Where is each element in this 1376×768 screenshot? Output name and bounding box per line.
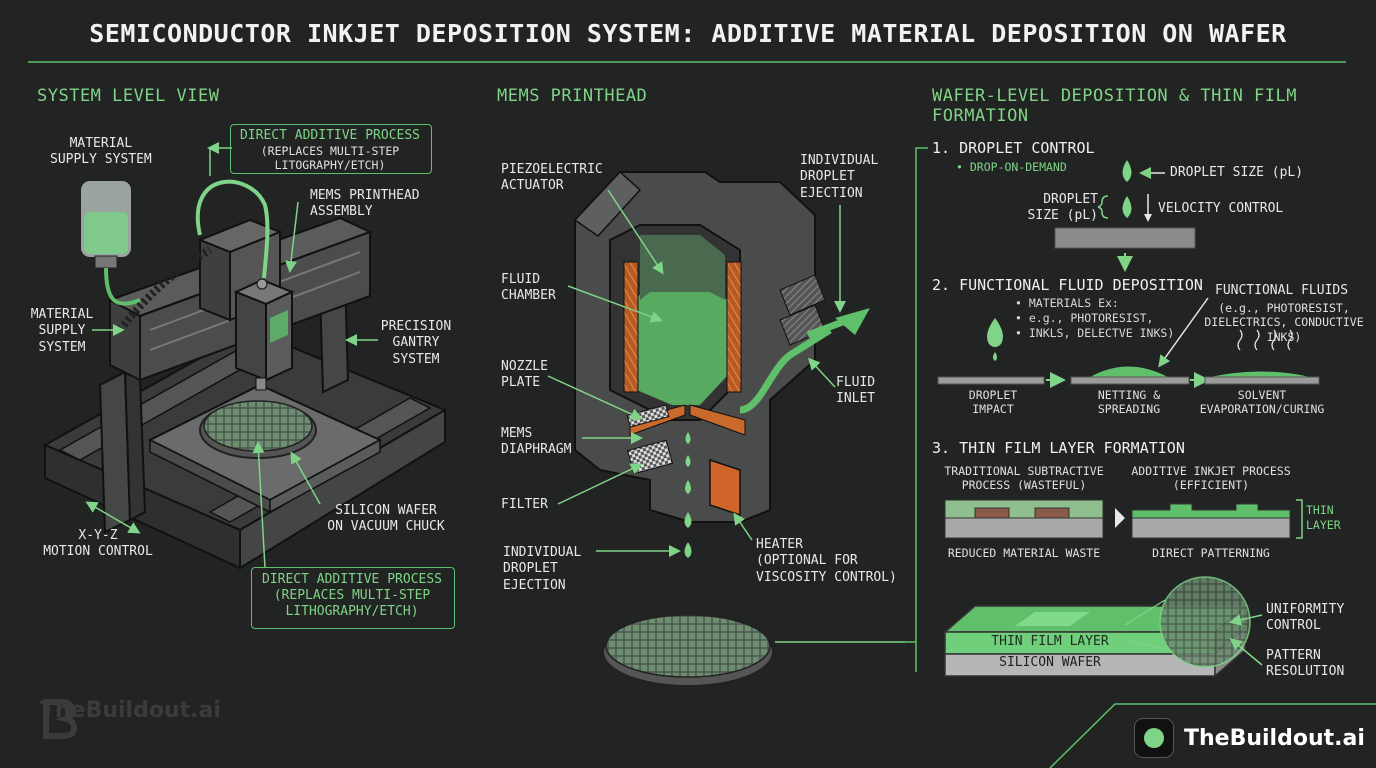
drop-on-demand-label: • DROP-ON-DEMAND xyxy=(956,160,1067,174)
wafer-level-heading: WAFER-LEVEL DEPOSITION & THIN FILM FORMA… xyxy=(932,86,1297,127)
evaporation-curing-label: SOLVENT EVAPORATION/CURING xyxy=(1199,388,1325,417)
page-title: SEMICONDUCTOR INKJET DEPOSITION SYSTEM: … xyxy=(89,19,1287,48)
material-supply-left-label: MATERIAL SUPPLY SYSTEM xyxy=(30,307,94,355)
watermark-logo: TheBuildout.ai xyxy=(40,698,221,739)
watermark-b-icon xyxy=(43,699,78,739)
brand-dot-icon xyxy=(1134,718,1174,758)
direct-patterning-label: DIRECT PATTERNING xyxy=(1152,546,1270,560)
step1-heading: 1. DROPLET CONTROL xyxy=(932,139,1095,157)
printhead-cross-section xyxy=(573,170,870,687)
heater-label: HEATER (OPTIONAL FOR VISCOSITY CONTROL) xyxy=(756,537,897,585)
printhead-callout-lines xyxy=(547,189,905,643)
printhead-assembly-label: MEMS PRINTHEAD ASSEMBLY xyxy=(310,188,420,220)
reduced-waste-label: REDUCED MATERIAL WASTE xyxy=(947,546,1101,560)
system-view-heading: SYSTEM LEVEL VIEW xyxy=(37,86,220,106)
pattern-resolution-label: PATTERN RESOLUTION xyxy=(1266,648,1345,680)
motion-control-label: X-Y-Z MOTION CONTROL xyxy=(43,528,153,560)
direct-additive-top-subtitle: (REPLACES MULTI-STEP LITOGRAPHY/ETCH) xyxy=(260,144,400,173)
thin-film-layer-label: THIN FILM LAYER xyxy=(991,634,1109,649)
direct-additive-top-title: DIRECT ADDITIVE PROCESS xyxy=(239,128,420,143)
additive-process-label: ADDITIVE INKJET PROCESS (EFFICIENT) xyxy=(1131,464,1291,493)
traditional-process-label: TRADITIONAL SUBTRACTIVE PROCESS (WASTEFU… xyxy=(944,464,1104,493)
silicon-wafer-label: SILICON WAFER xyxy=(999,655,1101,670)
uniformity-control-label: UNIFORMITY CONTROL xyxy=(1266,602,1345,634)
direct-additive-bottom-subtitle: (REPLACES MULTI-STEP LITHOGRAPHY/ETCH) xyxy=(273,588,431,620)
droplet-size-left-label: DROPLET SIZE (pL) xyxy=(1027,192,1098,224)
direct-additive-top-box xyxy=(230,124,432,174)
brand-name: TheBuildout.ai xyxy=(1184,725,1365,751)
printhead-heading: MEMS PRINTHEAD xyxy=(497,86,648,106)
filter-label: FILTER xyxy=(501,497,548,512)
piezo-label: PIEZOELECTRIC ACTUATOR xyxy=(501,162,603,194)
droplet-size-right-label: DROPLET SIZE (pL) xyxy=(1170,165,1304,180)
step2-heading: 2. FUNCTIONAL FLUID DEPOSITION xyxy=(932,276,1203,294)
gantry-label: PRECISION GANTRY SYSTEM xyxy=(380,319,452,367)
velocity-control-label: VELOCITY CONTROL xyxy=(1158,201,1284,216)
direct-additive-bottom-box xyxy=(251,567,455,629)
functional-fluids-label: FUNCTIONAL FLUIDS xyxy=(1215,283,1349,298)
thin-layer-label: THIN LAYER xyxy=(1306,503,1341,532)
wetting-spreading-label: NETTING & SPREADING xyxy=(1097,388,1161,417)
materials-list: • MATERIALS Ex: • e.g., PHOTORESIST, • I… xyxy=(1015,296,1175,340)
fluid-chamber-label: FLUID CHAMBER xyxy=(501,272,556,304)
brand-logo: TheBuildout.ai xyxy=(1134,718,1365,758)
wafer-chuck-label: SILICON WAFER ON VACUUM CHUCK xyxy=(327,503,445,535)
diaphragm-label: MEMS DIAPHRAGM xyxy=(501,426,572,458)
droplet-impact-label: DROPLET IMPACT xyxy=(968,388,1018,417)
system-callout-lines xyxy=(85,142,378,569)
nozzle-plate-label: NOZZLE PLATE xyxy=(501,359,548,391)
gantry-machine-illustration xyxy=(42,179,448,570)
wafer-level-artwork xyxy=(905,147,1320,678)
functional-fluids-examples: (e.g., PHOTORESIST, DIELECTRICS, CONDUCT… xyxy=(1204,301,1364,344)
fluid-inlet-label: FLUID INLET xyxy=(836,375,876,407)
material-supply-top-label: MATERIAL SUPPLY SYSTEM xyxy=(50,136,152,168)
step3-heading: 3. THIN FILM LAYER FORMATION xyxy=(932,439,1185,457)
direct-additive-bottom-title: DIRECT ADDITIVE PROCESS xyxy=(261,572,442,587)
ejection-bottom-label: INDIVIDUAL DROPLET EJECTION xyxy=(503,545,582,593)
ejection-top-label: INDIVIDUAL DROPLET EJECTION xyxy=(800,153,879,201)
